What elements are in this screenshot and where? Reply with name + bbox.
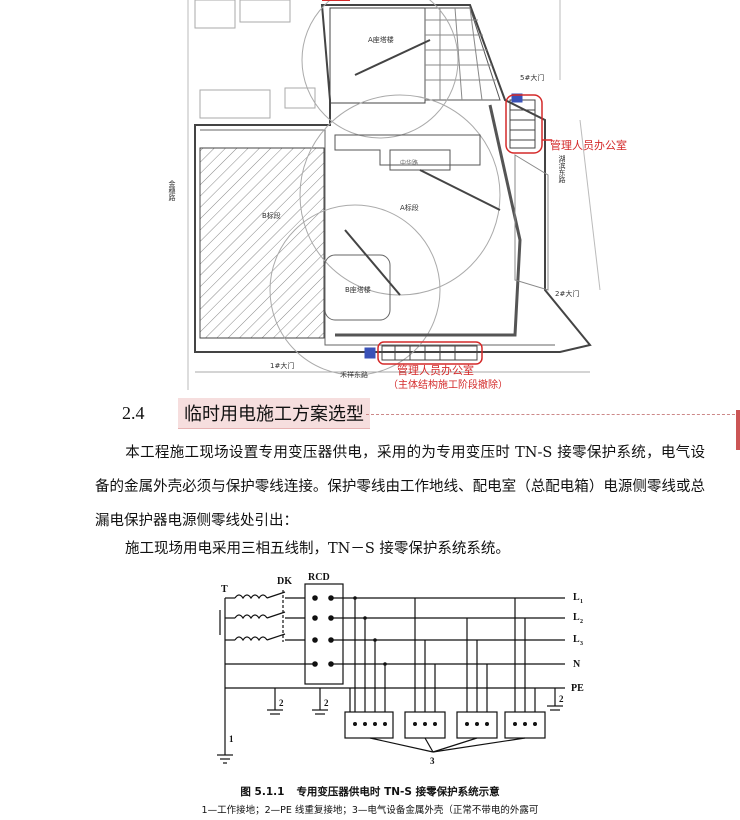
label-road-south: 禾祥东路 <box>340 370 368 379</box>
label-pe: PE <box>571 683 584 694</box>
label-l1-sub: 1 <box>580 599 583 605</box>
figure-legend: 1—工作接地；2—PE 线重复接地；3—电气设备金属外壳（正常不带电的外露可 <box>201 805 539 816</box>
label-zone-a: A标段 <box>400 203 419 212</box>
label-road-west: 金穗路 <box>168 179 176 202</box>
figure-caption: 图 5.1.1 专用变压器供电时 TN-S 接零保护系统示意 <box>0 784 740 799</box>
label-road-east: 湖滨东路 <box>558 154 566 184</box>
tn-s-circuit-diagram: T DK RCD L 1 L 2 L 3 N PE 1 2 2 2 3 <box>217 572 584 766</box>
label-equipment-3: 3 <box>430 756 435 766</box>
label-ground-2b: 2 <box>324 698 329 708</box>
label-office-note: （主体结构施工阶段撤除） <box>388 378 508 391</box>
section-number: 2.4 <box>122 402 145 423</box>
label-t: T <box>221 584 228 595</box>
label-office-bottom: 管理人员办公室 <box>397 363 474 377</box>
label-ground-2a: 2 <box>279 698 284 708</box>
revision-marker <box>736 410 740 450</box>
label-n: N <box>573 659 581 670</box>
label-ground-1: 1 <box>229 734 234 744</box>
revision-line <box>366 414 740 416</box>
paragraph-1: 本工程施工现场设置专用变压器供电，采用的为专用变压时 TN-S 接零保护系统，电… <box>95 436 705 538</box>
label-dk: DK <box>277 576 292 587</box>
site-plan-drawing: A座塔楼 5#大门 湖滨东路 中华路 B标段 A标段 金穗路 B座塔楼 2#大门… <box>168 0 627 391</box>
label-gate-5: 5#大门 <box>520 73 544 82</box>
paragraph-1-text: 本工程施工现场设置专用变压器供电，采用的为专用变压时 TN-S 接零保护系统，电… <box>95 445 705 529</box>
label-ground-2c: 2 <box>559 694 564 704</box>
section-title: 临时用电施工方案选型 <box>178 397 370 429</box>
label-rcd: RCD <box>308 572 330 583</box>
label-zone-b: B标段 <box>262 211 281 220</box>
label-l3-sub: 3 <box>580 641 583 647</box>
label-tower-b: B座塔楼 <box>345 285 371 294</box>
label-l2: L <box>573 612 580 623</box>
figure-number: 图 5.1.1 <box>240 786 285 798</box>
label-l3: L <box>573 634 580 645</box>
label-l1: L <box>573 592 580 603</box>
label-l2-sub: 2 <box>580 619 583 625</box>
section-heading: 2.4 临时用电施工方案选型 <box>122 397 370 429</box>
label-office-top: 管理人员办公室 <box>550 138 627 152</box>
label-tower-c: 中华路 <box>400 159 418 167</box>
label-gate-2: 2#大门 <box>555 289 579 298</box>
label-gate-1: 1#大门 <box>270 361 294 370</box>
label-tower-a: A座塔楼 <box>368 35 394 44</box>
figure-title: 专用变压器供电时 TN-S 接零保护系统示意 <box>296 786 500 798</box>
paragraph-2-text: 施工现场用电采用三相五线制，TN－S 接零保护系统系统。 <box>125 541 510 557</box>
paragraph-2: 施工现场用电采用三相五线制，TN－S 接零保护系统系统。 <box>95 532 705 566</box>
